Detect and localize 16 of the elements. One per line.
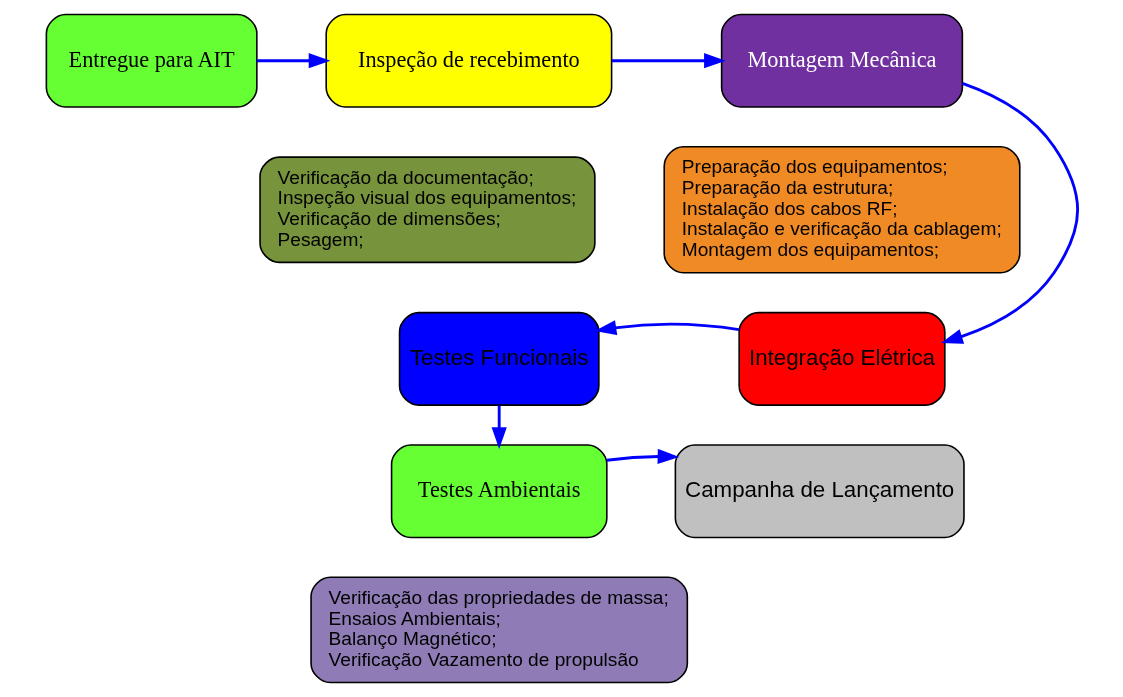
node-box: Campanha de Lançamento [674,444,965,539]
node-box: Inspeção de recebimento [324,13,612,108]
node-box: Testes Funcionais [398,311,600,406]
arrow [940,82,1079,344]
arrow [256,53,330,69]
node-box: Preparação dos equipamentos; Preparação da estrutura; Instalação dos cabos RF; Instalação e verificação da cablagem; Montagem dos equipamentos; [662,146,1021,274]
arrow [606,448,679,465]
node-box: Integração Elétrica [737,311,946,406]
node-box: Verificação das propriedades de massa; Ensaios Ambientais; Balanço Magnético; Verificação Vazamento de propulsão [309,576,688,684]
node-box: Montagem Mecânica [720,13,963,108]
node-box: Verificação da documentação; Inspeção visual dos equipamentos; Verificação de dimensões; Pesagem; [258,156,596,264]
node-box: Testes Ambientais [390,444,608,539]
node-box: Entregue para AIT [45,13,258,108]
arrow [594,320,739,336]
arrow [611,53,726,69]
arrow [491,405,507,450]
